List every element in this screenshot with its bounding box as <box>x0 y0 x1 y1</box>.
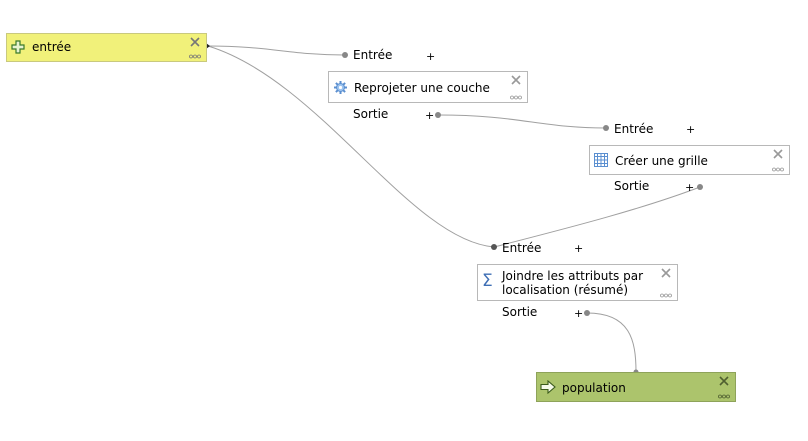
connector-entree-to-reprojeter[interactable] <box>207 45 345 56</box>
node-label: Créer une grille <box>615 154 708 168</box>
algorithm-node-reprojeter[interactable]: Reprojeter une couche <box>328 71 528 103</box>
more-options-icon[interactable] <box>772 167 784 172</box>
close-icon[interactable] <box>511 75 521 85</box>
output-port-dot[interactable] <box>435 112 441 118</box>
algorithm-node-grille[interactable]: Créer une grille <box>589 145 790 175</box>
sigma-icon: Σ <box>482 271 493 291</box>
expand-inputs-icon[interactable]: + <box>426 50 436 63</box>
close-icon[interactable] <box>661 268 671 278</box>
node-label: Joindre les attributs par localisation (… <box>502 269 644 297</box>
expand-inputs-icon[interactable]: + <box>686 123 696 136</box>
grid-icon <box>594 153 608 167</box>
close-icon[interactable] <box>773 149 783 159</box>
more-options-icon[interactable] <box>660 293 672 298</box>
node-label: Reprojeter une couche <box>354 81 490 95</box>
connector-joindre-to-population[interactable] <box>586 312 637 373</box>
input-port-dot[interactable] <box>491 244 497 250</box>
close-icon[interactable] <box>719 376 729 386</box>
expand-outputs-icon[interactable]: + <box>425 109 435 122</box>
input-port-label: Entrée <box>614 122 654 136</box>
output-port-label: Sortie <box>614 179 650 193</box>
output-port-label: Sortie <box>502 305 538 319</box>
connector-grille-to-joindre[interactable] <box>493 186 701 248</box>
plus-cross-icon <box>11 40 25 54</box>
expand-outputs-icon[interactable]: + <box>685 181 695 194</box>
algorithm-node-joindre[interactable]: Σ Joindre les attributs par localisation… <box>477 264 678 301</box>
more-options-icon[interactable] <box>189 54 201 59</box>
gear-icon <box>334 81 347 94</box>
input-port-label: Entrée <box>502 241 542 255</box>
close-icon[interactable] <box>190 37 200 47</box>
node-label: population <box>562 381 626 395</box>
connector-entree-to-joindre[interactable] <box>207 45 495 248</box>
output-node-population[interactable]: population <box>536 372 736 402</box>
expand-inputs-icon[interactable]: + <box>574 242 584 255</box>
input-node-entree[interactable]: entrée <box>6 33 207 62</box>
input-port-label: Entrée <box>353 48 393 62</box>
input-port-dot[interactable] <box>603 125 609 131</box>
more-options-icon[interactable] <box>718 394 730 399</box>
expand-outputs-icon[interactable]: + <box>574 307 584 320</box>
output-port-dot[interactable] <box>697 184 703 190</box>
output-port-dot[interactable] <box>584 310 590 316</box>
more-options-icon[interactable] <box>510 95 522 100</box>
input-port-dot[interactable] <box>342 52 348 58</box>
arrow-right-icon <box>540 380 556 394</box>
output-port-arrow[interactable] <box>206 43 210 49</box>
output-port-label: Sortie <box>353 107 389 121</box>
node-label: entrée <box>32 40 72 54</box>
connector-reprojeter-to-grille[interactable] <box>437 114 607 129</box>
